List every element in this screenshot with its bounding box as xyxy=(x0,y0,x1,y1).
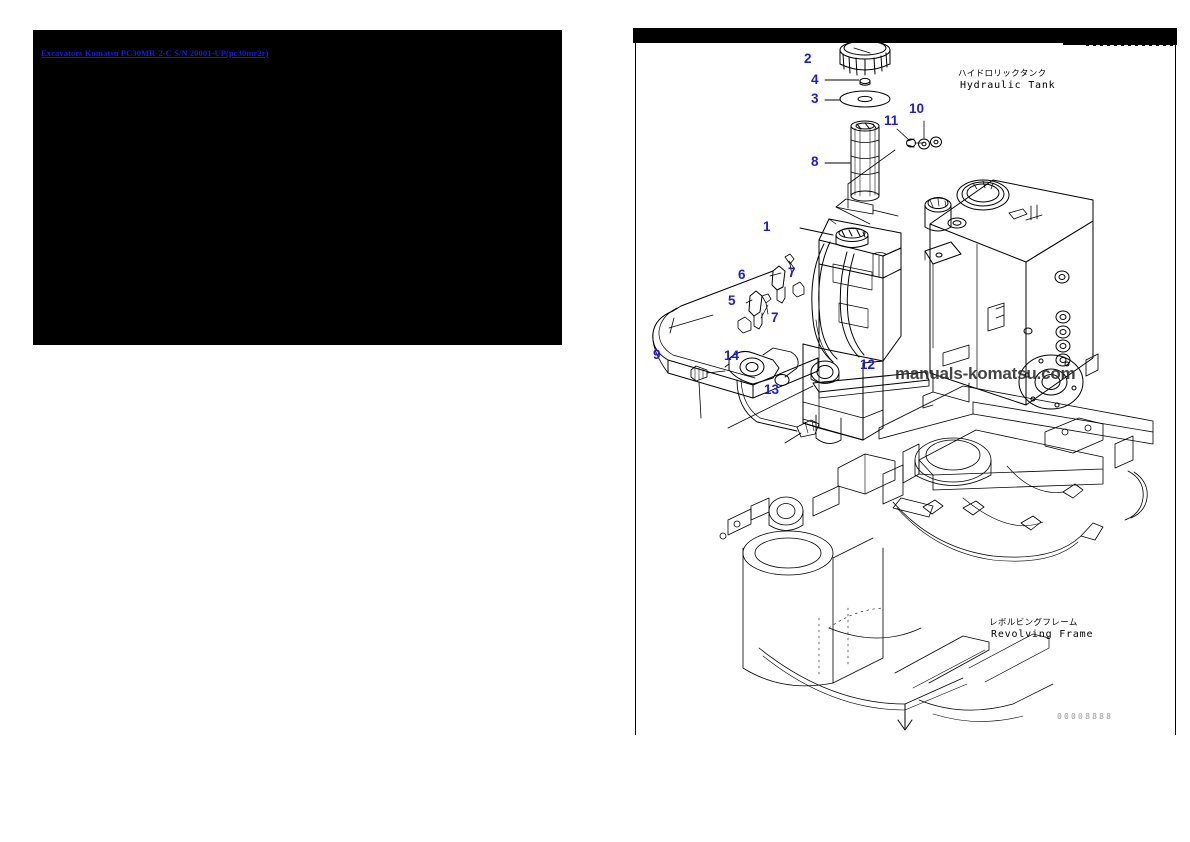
callout-10[interactable]: 10 xyxy=(909,101,925,116)
part-oring-small xyxy=(859,77,871,86)
part-filler-cap xyxy=(839,40,891,76)
part-mount-plate-12 xyxy=(812,371,930,399)
part-bolt-7b xyxy=(761,293,772,315)
callout-4[interactable]: 4 xyxy=(811,72,819,87)
part-bolt-14 xyxy=(690,365,726,382)
callout-7-upper[interactable]: 7 xyxy=(788,265,796,280)
parts-diagram-frame: 2 4 3 8 11 10 1 6 5 7 7 9 14 13 12 ハイドロリ… xyxy=(633,28,1177,738)
technical-line-drawing xyxy=(652,40,1154,731)
diagram-left-border xyxy=(635,43,637,735)
callout-6[interactable]: 6 xyxy=(738,267,746,282)
hydraulic-tank-label-en: Hydraulic Tank xyxy=(960,80,1056,91)
hydraulic-tank-label-jp: ハイドロリックタンク xyxy=(958,69,1047,79)
diagram-corner-code: 00008888 xyxy=(1057,712,1114,721)
callout-2[interactable]: 2 xyxy=(804,51,812,66)
part-fuel-tank xyxy=(802,218,902,444)
callout-13[interactable]: 13 xyxy=(764,382,780,397)
part-washer xyxy=(839,90,891,108)
callout-14[interactable]: 14 xyxy=(724,348,740,363)
part-hydraulic-tank xyxy=(922,179,1099,410)
callout-8[interactable]: 8 xyxy=(811,154,819,169)
callout-11[interactable]: 11 xyxy=(884,113,899,128)
callout-12[interactable]: 12 xyxy=(860,357,876,372)
part-bolt-7a xyxy=(784,253,795,276)
part-fuel-sender-harness xyxy=(724,347,820,438)
part-clamp-5 xyxy=(748,290,763,330)
revolving-frame-label-jp: レボルビングフレーム xyxy=(989,618,1078,628)
callout-5[interactable]: 5 xyxy=(728,293,736,308)
diagram-header-bar xyxy=(633,28,1177,43)
part-strainer-element xyxy=(850,120,880,202)
callout-3[interactable]: 3 xyxy=(811,91,819,106)
part-washers-10 xyxy=(918,136,942,150)
viewer-panel: Excavators Komatsu PC30MR-2-C S/N 20001-… xyxy=(33,30,562,345)
diagram-header-bar-right xyxy=(1063,28,1177,45)
callout-1[interactable]: 1 xyxy=(763,219,771,234)
revolving-frame-label-en: Revolving Frame xyxy=(991,629,1094,640)
callout-9[interactable]: 9 xyxy=(653,347,661,362)
site-watermark: manuals-komatsu.com xyxy=(895,364,1076,383)
part-clamp-6 xyxy=(771,265,786,304)
part-revolving-frame xyxy=(719,385,1154,729)
catalog-title-link[interactable]: Excavators Komatsu PC30MR-2-C S/N 20001-… xyxy=(41,48,269,58)
part-strap-band xyxy=(652,270,819,399)
diagram-right-border xyxy=(1175,43,1177,735)
callout-7-lower[interactable]: 7 xyxy=(771,310,779,325)
diagram-dotted-rule xyxy=(1086,45,1175,46)
